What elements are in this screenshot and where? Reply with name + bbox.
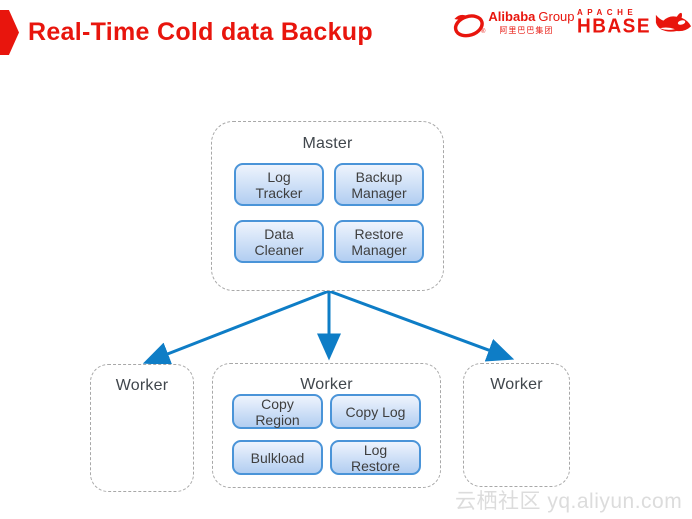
module-label: Backup Manager [351,168,407,201]
module-copy-log: Copy Log [330,394,421,429]
hbase-wordmark: HBASE [577,15,652,38]
worker-center-label: Worker [300,376,353,393]
alibaba-name: Alibaba [488,9,536,24]
alibaba-registered-mark: ® [481,29,486,35]
worker-node-center: Worker Copy Region Copy Log Bulkload Log… [212,363,441,488]
module-data-cleaner: Data Cleaner [234,220,324,263]
apache-hbase-logo: APACHE HBASE [577,8,692,38]
module-copy-region: Copy Region [232,394,323,429]
module-label: Bulkload [250,449,305,466]
hbase-orca-icon [655,12,692,32]
alibaba-group-suffix: Group [538,9,575,24]
module-log-tracker: Log Tracker [234,163,324,206]
arrow-master-to-right-worker [328,289,515,362]
worker-node-left: Worker [90,364,194,492]
watermark: 云栖社区 yq.aliyun.com [455,490,683,513]
module-label: Copy Log [345,403,406,420]
title-chevron-icon [0,10,19,55]
module-restore-manager: Restore Manager [334,220,424,263]
module-label: Data Cleaner [254,225,304,258]
page-title: Real-Time Cold data Backup [28,18,373,46]
arrow-master-to-left-worker [142,289,330,366]
module-label: Copy Region [255,395,300,428]
alibaba-mark-icon [453,14,484,38]
worker-node-right: Worker [463,363,570,487]
alibaba-chinese-subtext: 阿里巴巴集团 [499,26,554,35]
worker-left-label: Worker [115,377,169,394]
module-label: Log Tracker [255,168,303,201]
module-bulkload: Bulkload [232,440,323,475]
module-backup-manager: Backup Manager [334,163,424,206]
worker-right-label: Worker [490,376,543,393]
module-label: Restore Manager [351,225,407,258]
master-label: Master [302,135,353,152]
master-node: Master Log Tracker Backup Manager Data C… [211,121,444,291]
module-log-restore: Log Restore [330,440,421,475]
hbase-apache-text: APACHE [577,8,638,17]
module-label: Log Restore [350,441,401,474]
